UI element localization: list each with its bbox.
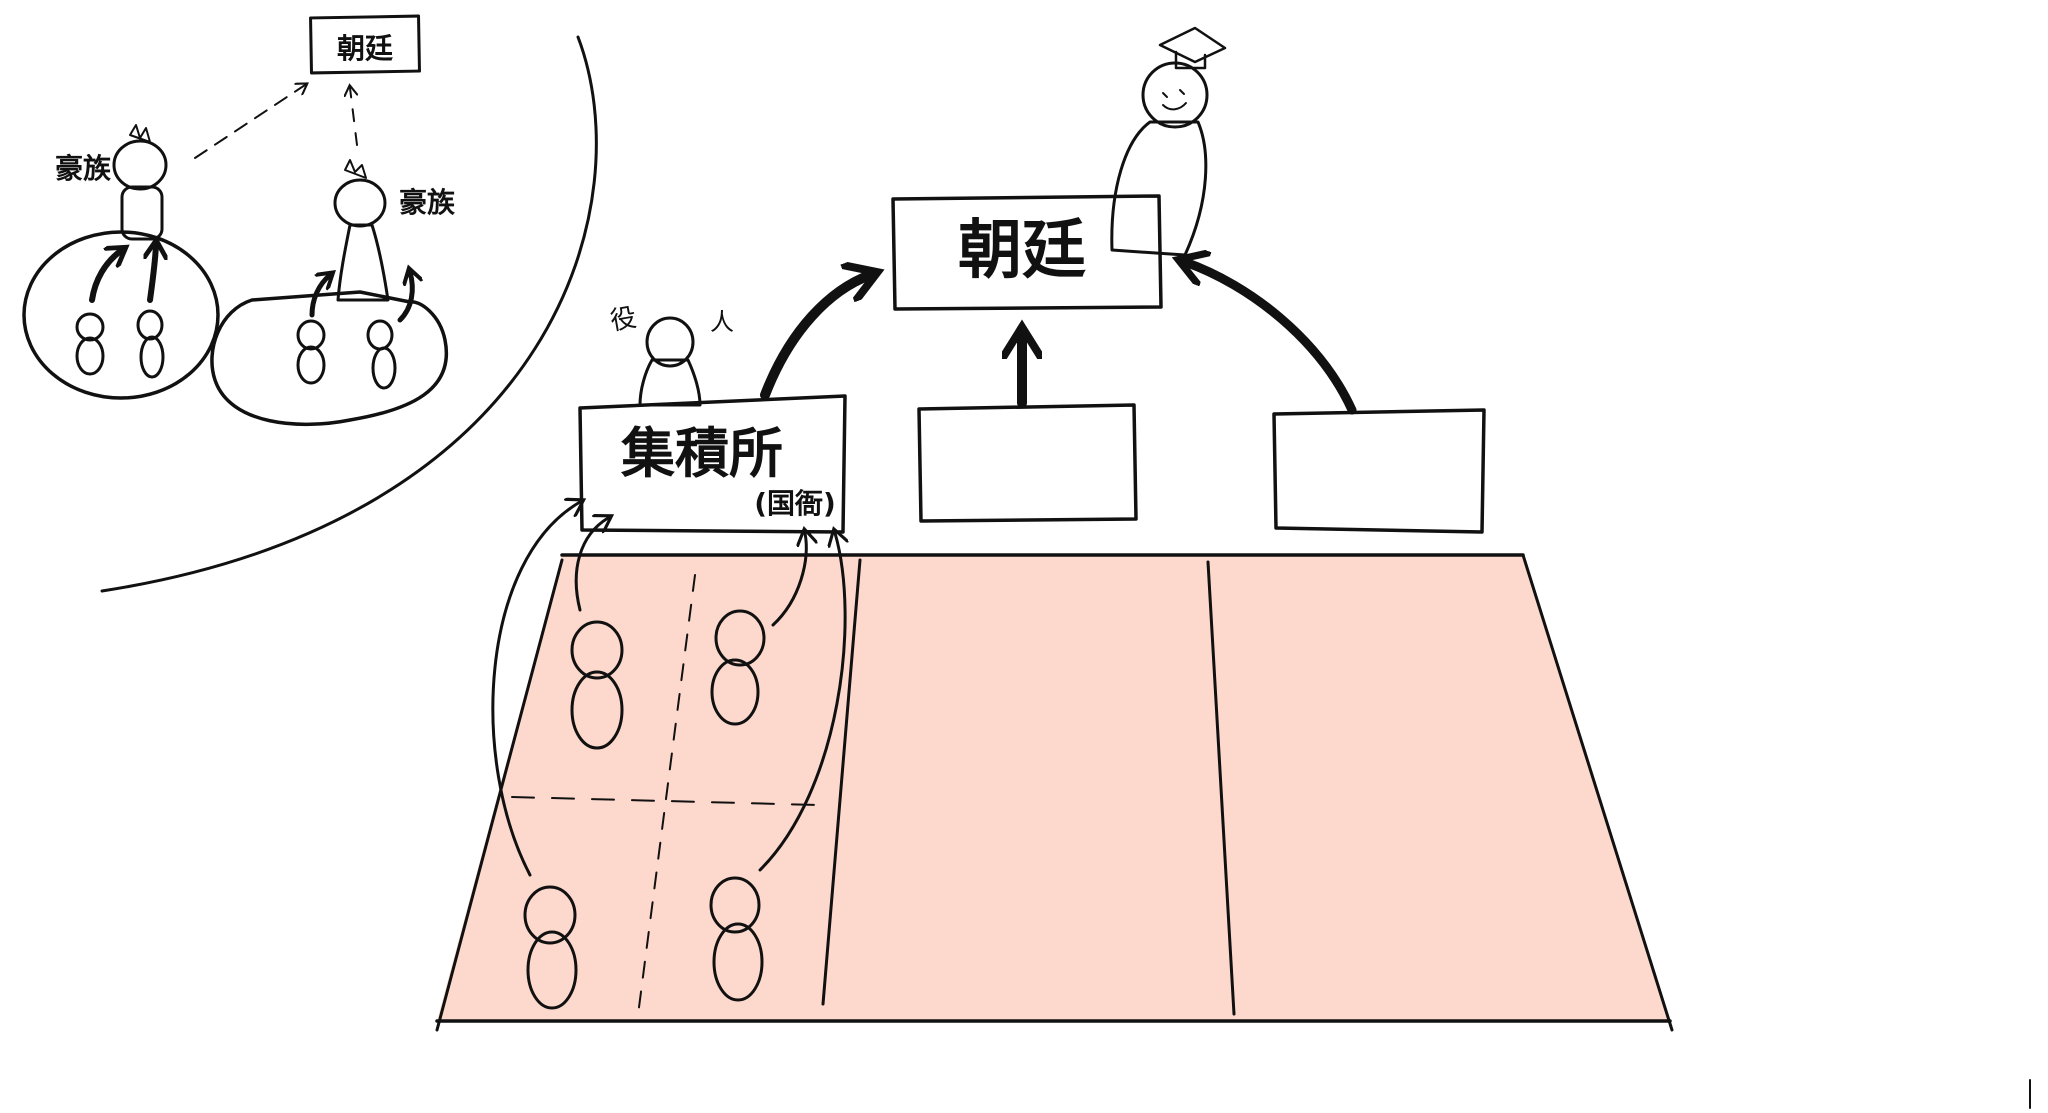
inset-court-box: 朝廷: [309, 14, 421, 75]
divider-arc: [100, 35, 598, 593]
arrow-icon: [758, 533, 845, 872]
court-head-figure: [1110, 26, 1227, 257]
dashed-arrow-left: [194, 85, 305, 159]
land-divider: [1206, 560, 1236, 1016]
office-box-2: [917, 403, 1138, 523]
arrow-icon: [89, 250, 122, 303]
green-peasant: [366, 319, 397, 390]
arrow-icon: [760, 275, 870, 400]
orange-clan-group: 豪族: [22, 124, 220, 400]
arrow-icon: [150, 245, 156, 303]
plot-divider: [511, 796, 819, 806]
orange-clan-leader: [112, 124, 168, 241]
arrow-icon: [1185, 262, 1357, 415]
orange-territory: [22, 230, 220, 400]
dashed-arrow-right: [350, 88, 358, 146]
plot-divider: [637, 574, 696, 1016]
land-divider: [821, 558, 862, 1006]
inset-court-label: 朝廷: [337, 32, 393, 65]
office-label: 集積所: [620, 422, 783, 485]
orange-peasant: [75, 312, 105, 376]
office-box-3: [1272, 408, 1486, 534]
peasant: [709, 876, 764, 1002]
green-territory: [210, 290, 449, 426]
inset-section: 朝廷 豪族: [22, 14, 598, 593]
official-figure: [638, 316, 702, 407]
official-label-2: 人: [710, 308, 734, 336]
arrow-icon: [309, 275, 330, 318]
arrow-icon: [491, 502, 580, 877]
green-peasant: [296, 319, 326, 385]
office-sub-label: (国衙): [754, 487, 836, 520]
main-section: 役 人 集積所 (国衙) 朝廷: [435, 26, 1674, 1032]
court-label: 朝廷: [958, 214, 1086, 288]
arrow-icon: [771, 533, 806, 627]
arrow-icon: [397, 272, 412, 323]
orange-clan-label: 豪族: [55, 152, 112, 185]
arrow-icon: [574, 518, 608, 612]
green-clan-group: 豪族: [210, 159, 456, 426]
green-clan-label: 豪族: [399, 186, 456, 219]
peasant: [523, 885, 578, 1010]
court-box: 朝廷: [891, 194, 1163, 311]
green-clan-leader: [333, 159, 390, 302]
office-box: 集積所 (国衙): [578, 394, 847, 534]
orange-peasant: [136, 309, 165, 379]
land-area: [437, 555, 1670, 1021]
official-label-1: 役: [608, 303, 639, 337]
smile-icon: [1162, 89, 1187, 111]
peasant: [710, 609, 766, 726]
peasant: [570, 620, 624, 750]
